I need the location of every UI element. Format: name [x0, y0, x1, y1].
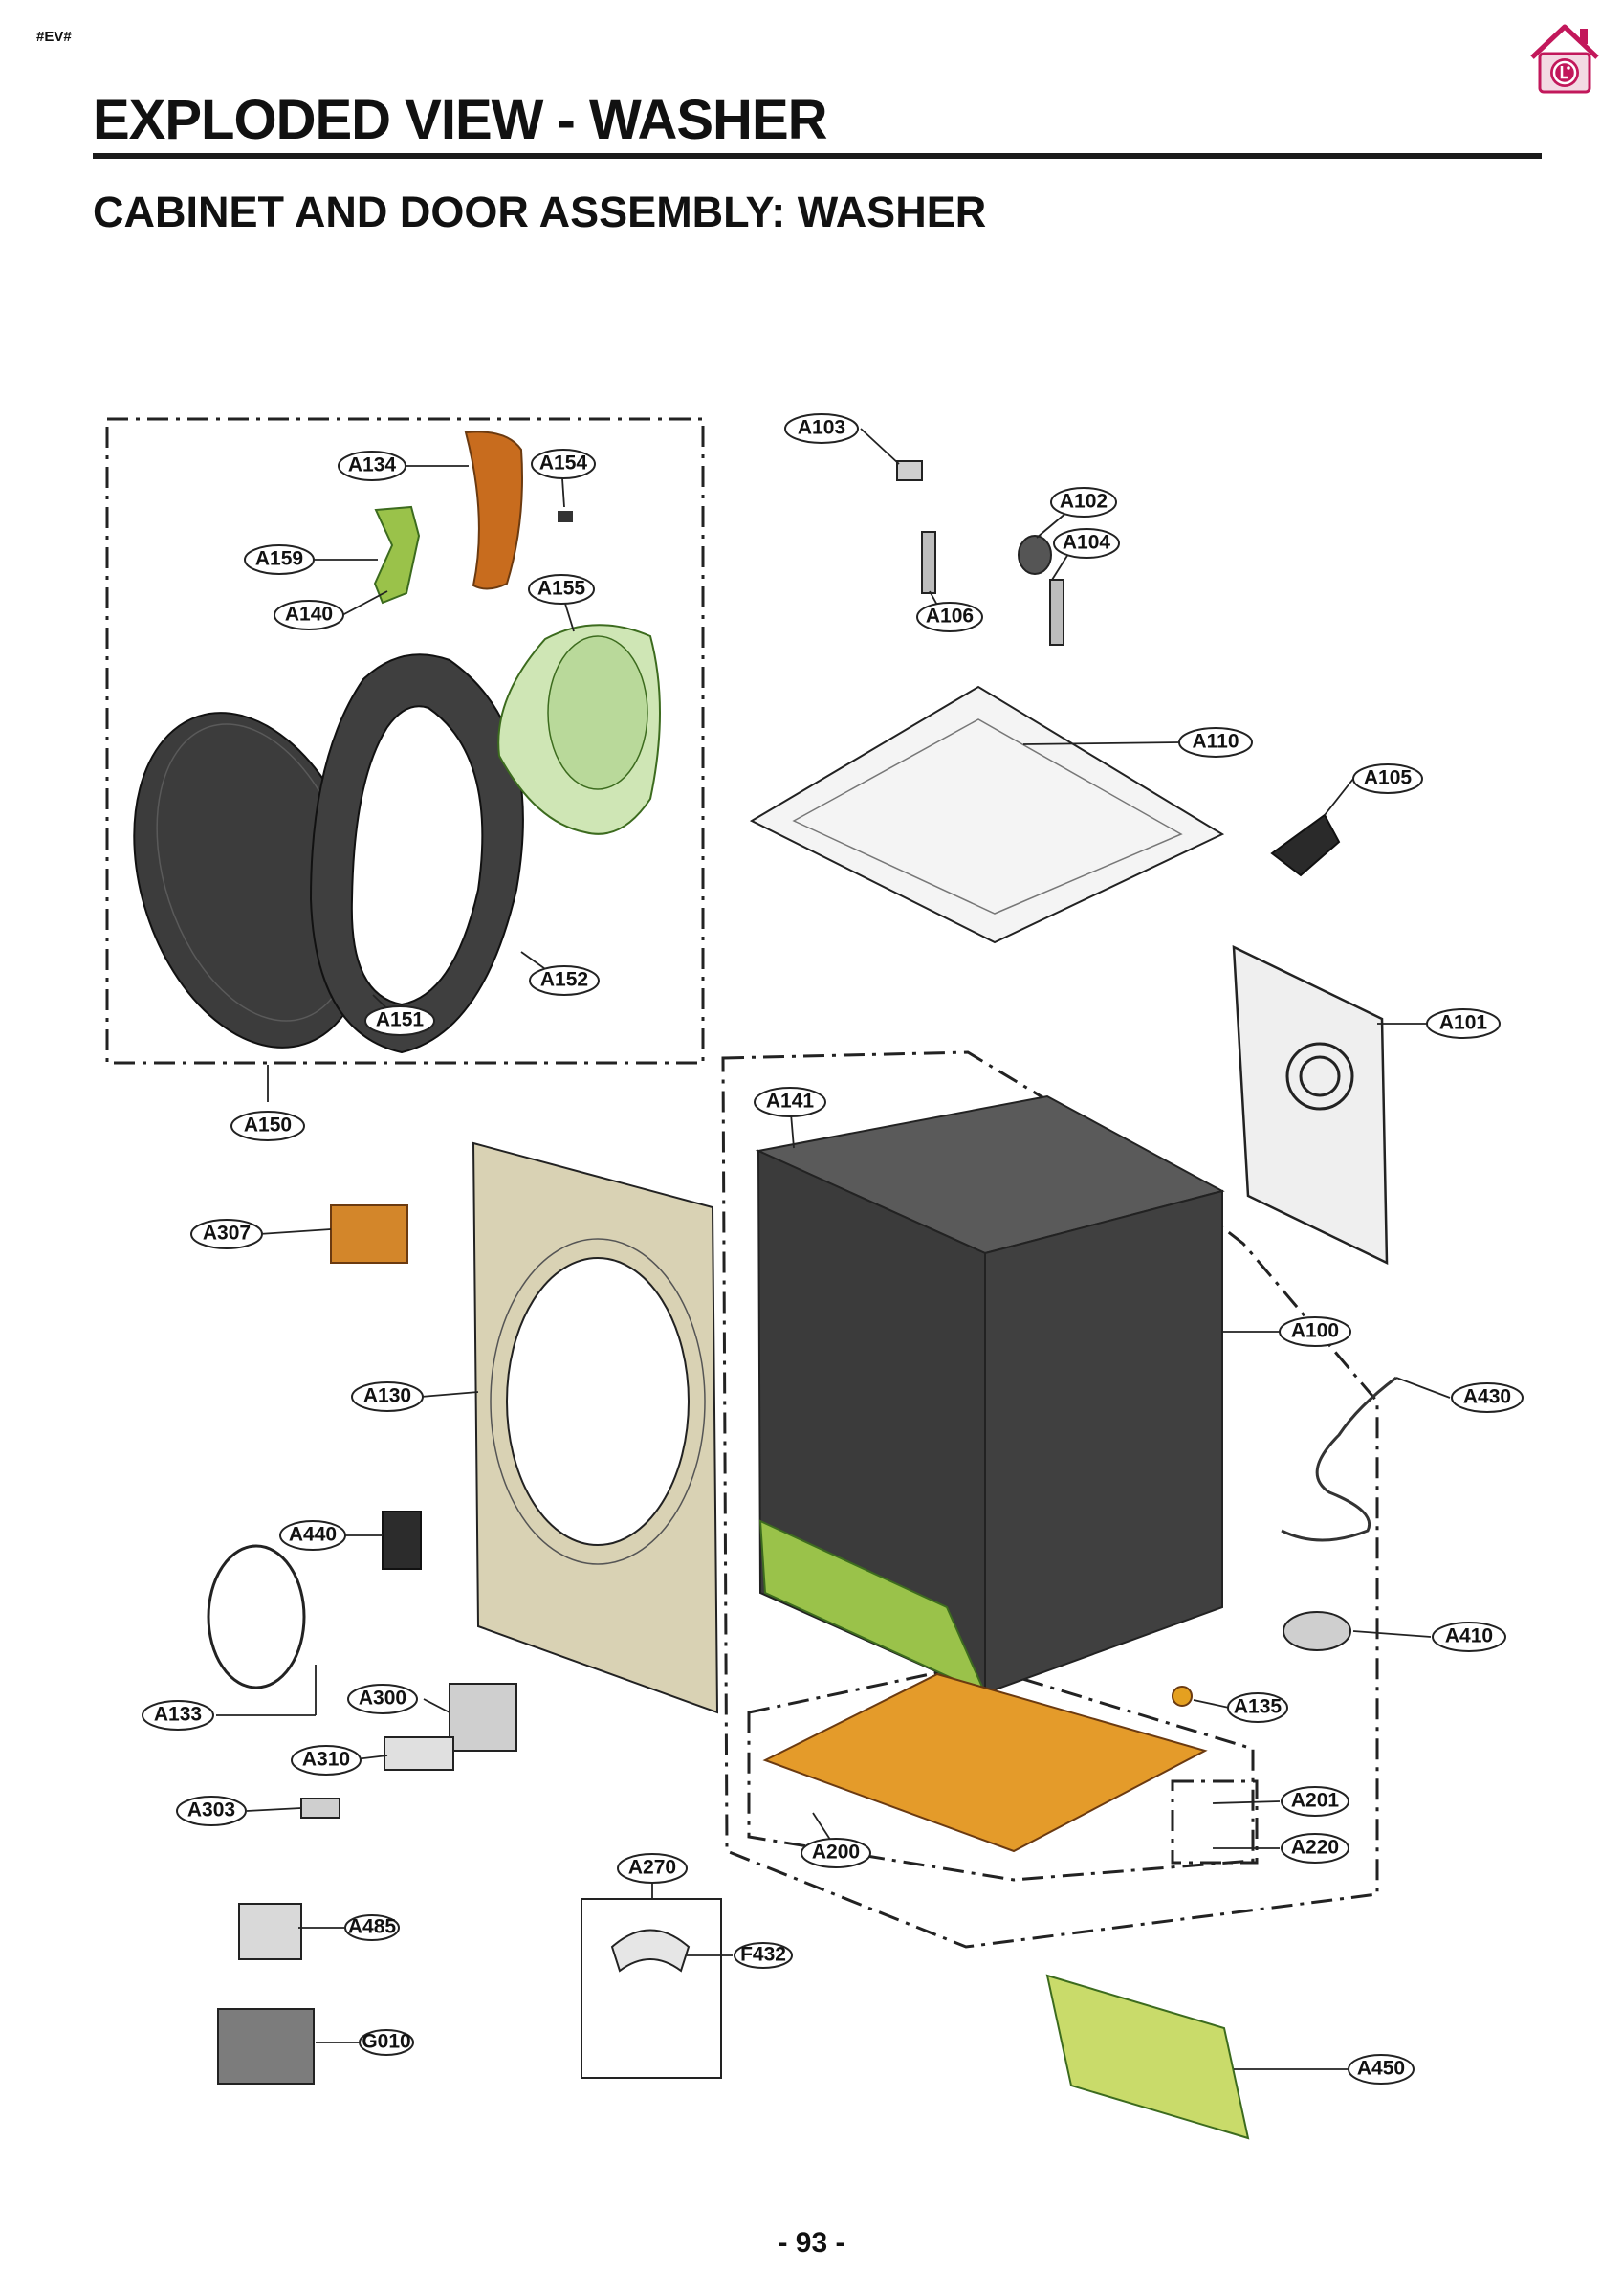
callout-a135: A135 [1234, 1696, 1283, 1718]
callout-a101: A101 [1439, 1012, 1488, 1034]
filter-cover-part [384, 1736, 454, 1771]
top-fastener-parts [896, 460, 1064, 646]
cabinet-assembly-box [721, 1050, 1379, 1949]
dispenser-housing-part [449, 1683, 517, 1752]
callout-a430: A430 [1463, 1386, 1511, 1408]
callout-a410: A410 [1445, 1625, 1493, 1647]
bracket-part [330, 1204, 408, 1264]
lock-part [382, 1511, 422, 1570]
door-glass-part [133, 712, 370, 1049]
cabinet-part [755, 1094, 1225, 1696]
door-frame-part [309, 653, 524, 1054]
cap-part [1172, 1686, 1193, 1707]
callout-a440: A440 [289, 1524, 337, 1546]
callout-a141: A141 [766, 1091, 815, 1113]
cap-kit-box [581, 1898, 722, 2079]
callout-a155: A155 [537, 578, 586, 600]
callout-a110: A110 [1192, 731, 1239, 753]
callout-a100: A100 [1291, 1320, 1339, 1342]
callout-a104: A104 [1063, 532, 1111, 554]
callout-a450: A450 [1357, 2058, 1405, 2080]
rear-panel-part [1232, 944, 1389, 1266]
callout-a152: A152 [540, 969, 588, 991]
callout-a300: A300 [359, 1688, 406, 1710]
callout-a159: A159 [255, 548, 303, 570]
callout-a310: A310 [302, 1749, 350, 1771]
callout-a103: A103 [798, 417, 845, 439]
door-assembly-box [105, 417, 705, 1065]
callout-a270: A270 [628, 1857, 676, 1879]
switch-part [238, 1903, 302, 1960]
callout-a140: A140 [285, 604, 333, 626]
callout-a154: A154 [539, 453, 588, 475]
callout-a485: A485 [348, 1916, 397, 1938]
pressure-switch-part [1283, 1611, 1351, 1651]
page-tag: #EV# [36, 29, 72, 45]
title-underline [93, 153, 1542, 159]
clip-part [558, 511, 573, 522]
callout-a201: A201 [1291, 1790, 1340, 1812]
callout-g010: G010 [362, 2031, 410, 2053]
section-title: CABINET AND DOOR ASSEMBLY: WASHER [93, 188, 987, 236]
callout-a303: A303 [187, 1799, 235, 1821]
page-number: - 93 - [778, 2227, 845, 2259]
power-cord-part [1281, 1376, 1397, 1542]
callout-a106: A106 [926, 606, 974, 628]
callout-a134: A134 [348, 454, 397, 476]
base-part [762, 1672, 1208, 1853]
callout-a105: A105 [1364, 767, 1413, 789]
callout-a150: A150 [244, 1115, 292, 1137]
callout-a220: A220 [1291, 1837, 1339, 1859]
hose-clamp-part [1270, 813, 1341, 877]
foam-pad-part [217, 2008, 315, 2085]
front-panel-part [472, 1141, 719, 1714]
gasket-wire-part [207, 1544, 306, 1689]
handle-cover-part [464, 430, 523, 590]
cap-kit-part [610, 1929, 691, 1973]
page-title: EXPLODED VIEW - WASHER [93, 89, 828, 151]
callout-a130: A130 [363, 1385, 411, 1407]
foot-box [1171, 1779, 1259, 1865]
callout-a307: A307 [203, 1223, 251, 1245]
callout-a151: A151 [376, 1009, 425, 1031]
callout-a102: A102 [1060, 491, 1108, 513]
callout-f432: F432 [740, 1944, 786, 1966]
door-bowl-part [497, 624, 661, 835]
pcb-part [1045, 1974, 1250, 2140]
top-plate-part [749, 685, 1225, 944]
spring-part [300, 1798, 340, 1819]
lg-home-icon[interactable] [1526, 21, 1603, 96]
hinge-part [373, 505, 421, 605]
callout-a133: A133 [154, 1704, 202, 1726]
callout-a200: A200 [812, 1842, 860, 1864]
